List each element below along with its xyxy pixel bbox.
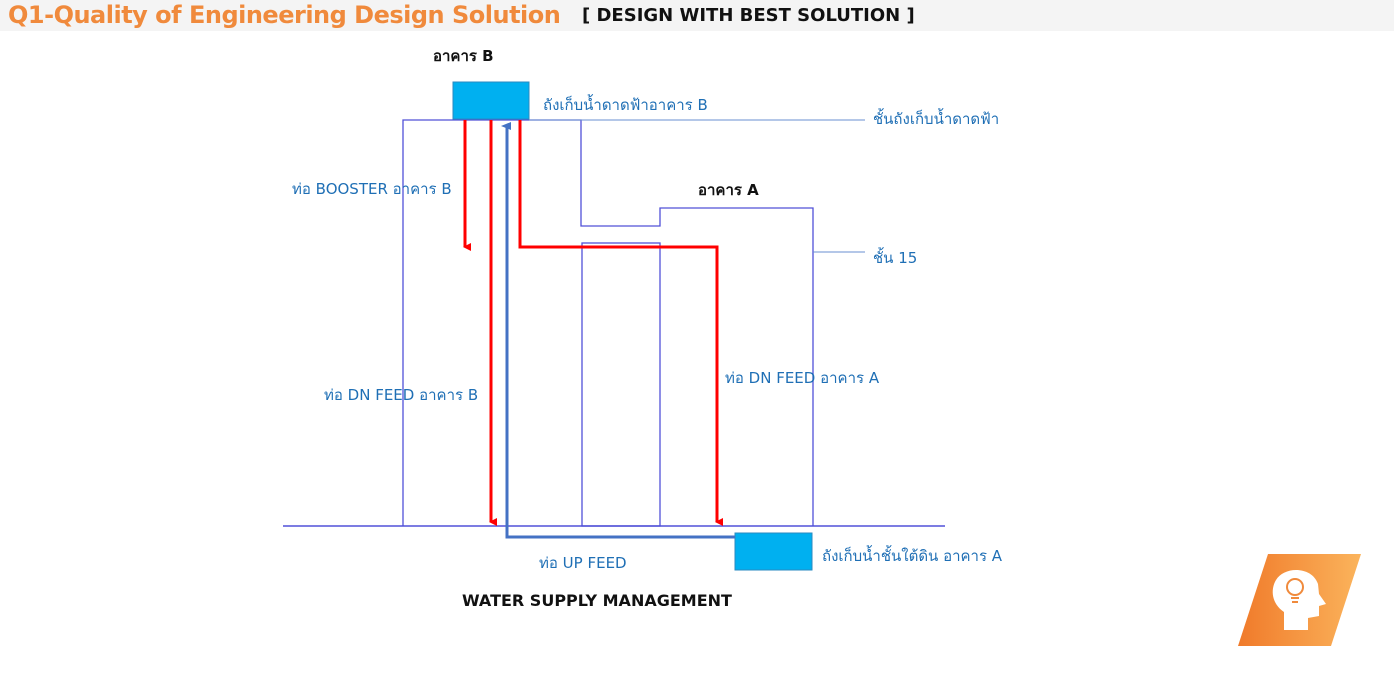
up-feed-pipe	[501, 122, 735, 539]
page-subtitle: [ DESIGN WITH BEST SOLUTION ]	[582, 5, 915, 26]
building-outline	[402, 119, 814, 526]
page-title: Q1-Quality of Engineering Design Solutio…	[8, 1, 561, 29]
down-feed-a-label: ท่อ DN FEED อาคาร A	[725, 369, 880, 387]
down-feed-b-label: ท่อ DN FEED อาคาร B	[324, 386, 479, 404]
booster-pipe-b-label: ท่อ BOOSTER อาคาร B	[292, 180, 452, 198]
roof-tank-b-label: ถังเก็บน้ำดาดฟ้าอาคาร B	[543, 96, 708, 114]
up-feed-label: ท่อ UP FEED	[539, 554, 627, 572]
diagram-caption: WATER SUPPLY MANAGEMENT	[462, 591, 732, 610]
header-bar: Q1-Quality of Engineering Design Solutio…	[0, 0, 1394, 31]
floor-15-label: ชั้น 15	[873, 249, 918, 267]
head-lightbulb-icon	[1238, 554, 1361, 646]
roof-level-label: ชั้นถังเก็บน้ำดาดฟ้า	[873, 110, 1000, 128]
building-a-label: อาคาร A	[698, 181, 759, 199]
underground-tank-a-label: ถังเก็บน้ำชั้นใต้ดิน อาคาร A	[822, 547, 1003, 565]
down-feed-pipe-a	[518, 120, 723, 526]
roof-tank-b	[452, 81, 530, 120]
underground-tank-a	[734, 532, 813, 571]
building-b-label: อาคาร B	[433, 47, 494, 65]
building-inner-section	[581, 242, 661, 527]
